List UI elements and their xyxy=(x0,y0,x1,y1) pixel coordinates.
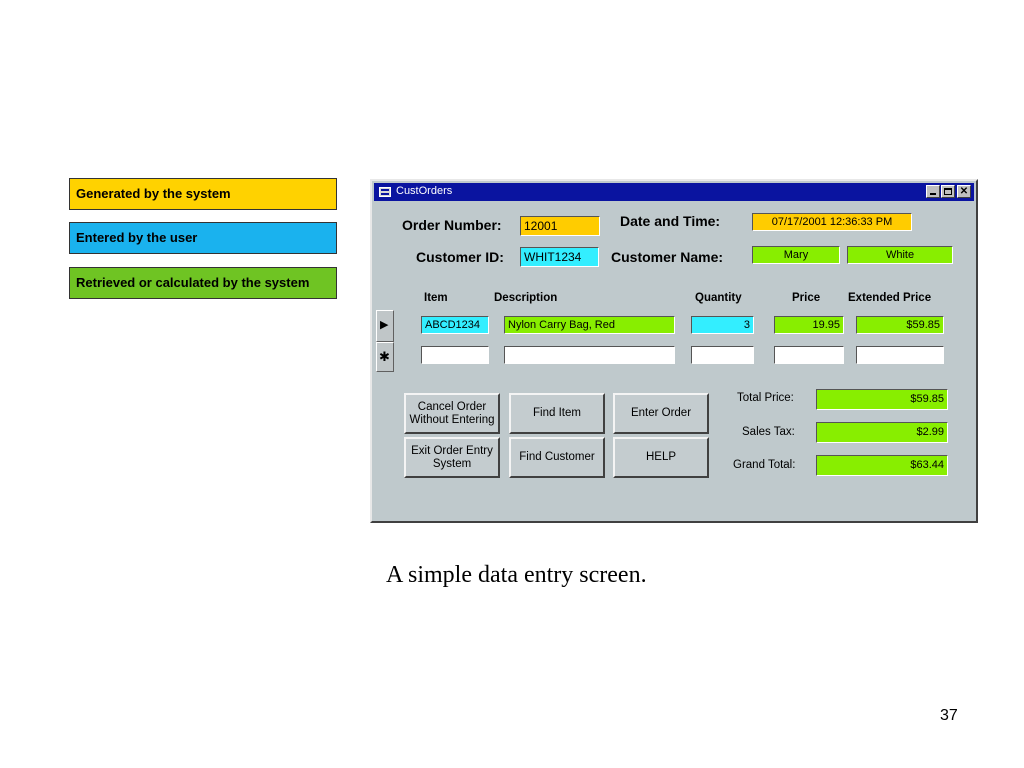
new-description-field[interactable] xyxy=(504,346,675,364)
first-name-field[interactable]: Mary xyxy=(752,246,840,264)
find-customer-button[interactable]: Find Customer xyxy=(509,437,605,478)
maximize-button[interactable] xyxy=(941,185,955,198)
cancel-order-button[interactable]: Cancel Order Without Entering xyxy=(404,393,500,434)
order-number-field[interactable]: 12001 xyxy=(520,216,600,236)
exit-order-entry-button[interactable]: Exit Order Entry System xyxy=(404,437,500,478)
column-header-extended-price: Extended Price xyxy=(848,292,932,304)
price-field[interactable]: 19.95 xyxy=(774,316,844,334)
new-extended-price-field[interactable] xyxy=(856,346,944,364)
last-name-field[interactable]: White xyxy=(847,246,953,264)
help-button[interactable]: HELP xyxy=(613,437,709,478)
page-number: 37 xyxy=(940,707,958,724)
legend-retrieved: Retrieved or calculated by the system xyxy=(69,267,337,299)
record-selector-current[interactable]: ▶ xyxy=(376,310,394,342)
new-price-field[interactable] xyxy=(774,346,844,364)
new-quantity-field[interactable] xyxy=(691,346,754,364)
grand-total-field[interactable]: $63.44 xyxy=(816,455,948,476)
new-item-field[interactable] xyxy=(421,346,489,364)
quantity-field[interactable]: 3 xyxy=(691,316,754,334)
sales-tax-label: Sales Tax: xyxy=(742,426,795,438)
sales-tax-field[interactable]: $2.99 xyxy=(816,422,948,443)
record-selector-new[interactable]: ✱ xyxy=(376,342,394,372)
customer-name-label: Customer Name: xyxy=(611,249,724,265)
grand-total-label: Grand Total: xyxy=(733,459,796,471)
slide-caption: A simple data entry screen. xyxy=(386,562,647,588)
current-record-arrow-icon: ▶ xyxy=(380,319,389,331)
column-header-quantity: Quantity xyxy=(695,292,742,304)
date-time-label: Date and Time: xyxy=(620,213,721,229)
total-price-field[interactable]: $59.85 xyxy=(816,389,948,410)
extended-price-field[interactable]: $59.85 xyxy=(856,316,944,334)
date-time-field[interactable]: 07/17/2001 12:36:33 PM xyxy=(752,213,912,231)
column-header-item: Item xyxy=(424,292,448,304)
legend-user-entered: Entered by the user xyxy=(69,222,337,254)
close-icon: ✕ xyxy=(959,186,969,197)
new-record-asterisk-icon: ✱ xyxy=(379,349,390,364)
find-item-button[interactable]: Find Item xyxy=(509,393,605,434)
customer-id-field[interactable]: WHIT1234 xyxy=(520,247,599,267)
item-field[interactable]: ABCD1234 xyxy=(421,316,489,334)
column-header-price: Price xyxy=(792,292,821,304)
description-field[interactable]: Nylon Carry Bag, Red xyxy=(504,316,675,334)
enter-order-button[interactable]: Enter Order xyxy=(613,393,709,434)
order-number-label: Order Number: xyxy=(402,217,502,233)
form-icon xyxy=(379,187,391,197)
column-header-description: Description xyxy=(494,292,558,304)
legend-generated: Generated by the system xyxy=(69,178,337,210)
total-price-label: Total Price: xyxy=(737,392,794,404)
customer-id-label: Customer ID: xyxy=(416,249,504,265)
window-title: CustOrders xyxy=(396,185,453,197)
title-bar[interactable]: CustOrders ✕ xyxy=(374,183,974,201)
close-button[interactable]: ✕ xyxy=(957,185,971,198)
minimize-button[interactable] xyxy=(926,185,940,198)
